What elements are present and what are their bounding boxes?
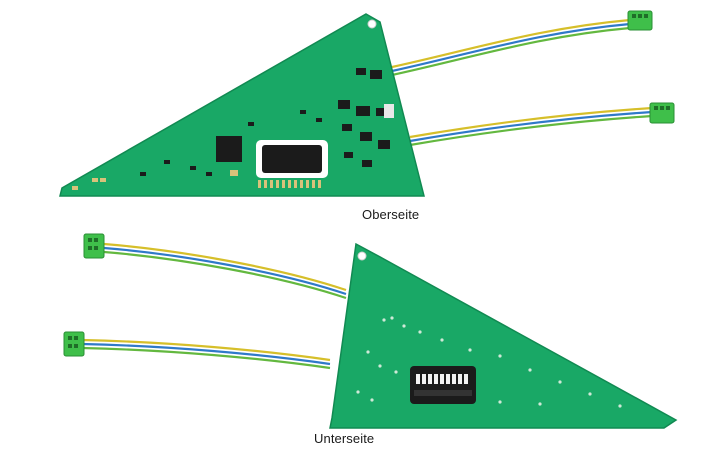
top-processor-chip: [216, 136, 242, 162]
caption-top-side: Oberseite: [362, 207, 420, 222]
top-pcb: [59, 13, 425, 197]
bottom-wires-upper: [103, 242, 347, 300]
top-wires-upper: [391, 18, 631, 77]
bottom-pcb: [329, 242, 678, 429]
bottom-connector-upper: [83, 233, 105, 259]
dip-switch: [410, 366, 476, 404]
top-wires-lower: [409, 106, 653, 147]
top-connector-upper: [627, 10, 653, 31]
bottom-wires-lower: [81, 338, 331, 370]
top-large-ic: [256, 140, 328, 188]
bottom-solder-dots: [356, 316, 622, 408]
top-connector-lower: [649, 102, 675, 124]
bottom-board-group: [63, 233, 678, 429]
top-components: [140, 68, 390, 176]
bottom-connector-lower: [63, 331, 85, 357]
caption-bottom-side: Unterseite: [314, 431, 375, 446]
top-board-group: [59, 10, 675, 197]
top-pads: [72, 104, 394, 190]
